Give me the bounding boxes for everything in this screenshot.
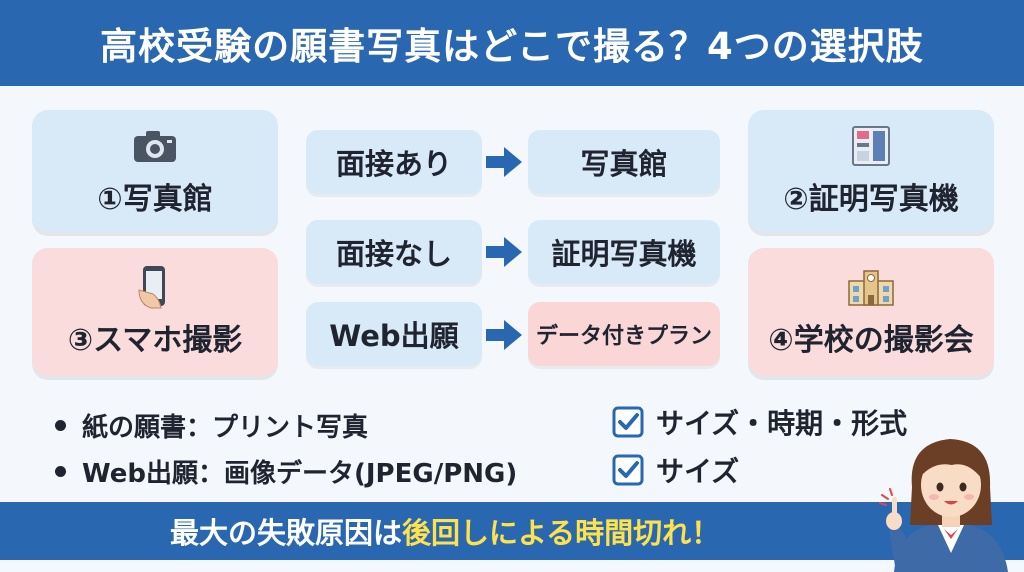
school-building-icon bbox=[847, 265, 895, 309]
flow-result-3: データ付きプラン bbox=[528, 302, 720, 366]
card-label: ③スマホ撮影 bbox=[67, 323, 243, 358]
flow-result-1: 写真館 bbox=[528, 130, 720, 194]
option-card-studio: ①写真館 bbox=[32, 110, 278, 232]
bullet-list: 紙の願書：プリント写真 Web出願：画像データ(JPEG/PNG) bbox=[55, 402, 517, 494]
bullet-text: Web出願：画像データ(JPEG/PNG) bbox=[82, 458, 518, 489]
arrow-right-icon bbox=[486, 237, 522, 267]
checkbox-checked-icon bbox=[612, 406, 644, 438]
flow-condition-1: 面接あり bbox=[306, 130, 482, 194]
option-card-smartphone: ③スマホ撮影 bbox=[32, 248, 278, 376]
smartphone-icon bbox=[137, 265, 173, 309]
flow-result-2: 証明写真機 bbox=[528, 220, 720, 284]
list-item: Web出願：画像データ(JPEG/PNG) bbox=[55, 448, 517, 494]
option-card-school: ④学校の撮影会 bbox=[748, 248, 994, 376]
check-text: サイズ bbox=[656, 455, 740, 488]
card-label: ①写真館 bbox=[97, 182, 213, 217]
arrow-right-icon bbox=[486, 320, 522, 350]
list-item: 紙の願書：プリント写真 bbox=[55, 402, 517, 448]
camera-icon bbox=[132, 124, 178, 168]
card-label: ②証明写真機 bbox=[783, 182, 959, 217]
page-title: 高校受験の願書写真はどこで撮る？4つの選択肢 bbox=[100, 25, 924, 68]
check-list: サイズ・時期・形式 サイズ bbox=[612, 398, 907, 494]
footer-lead: 最大の失敗原因は bbox=[170, 516, 403, 550]
option-card-booth: ②証明写真機 bbox=[748, 110, 994, 232]
list-item: サイズ bbox=[612, 446, 907, 494]
checkbox-checked-icon bbox=[612, 454, 644, 486]
footer-banner: 最大の失敗原因は 後回しによる時間切れ！ bbox=[0, 502, 1024, 560]
footer-highlight: 後回しによる時間切れ！ bbox=[402, 516, 721, 550]
flow-condition-2: 面接なし bbox=[306, 220, 482, 284]
check-text: サイズ・時期・形式 bbox=[656, 407, 908, 440]
list-item: サイズ・時期・形式 bbox=[612, 398, 907, 446]
student-girl-illustration bbox=[879, 439, 1008, 572]
bullet-text: 紙の願書：プリント写真 bbox=[82, 412, 369, 443]
bullet-dot-icon bbox=[55, 419, 66, 431]
card-label: ④学校の撮影会 bbox=[768, 323, 974, 358]
flow-condition-3: Web出願 bbox=[306, 302, 482, 366]
arrow-right-icon bbox=[486, 147, 522, 177]
photo-booth-icon bbox=[851, 124, 891, 168]
title-bar: 高校受験の願書写真はどこで撮る？4つの選択肢 bbox=[0, 0, 1024, 86]
bullet-dot-icon bbox=[55, 465, 66, 477]
